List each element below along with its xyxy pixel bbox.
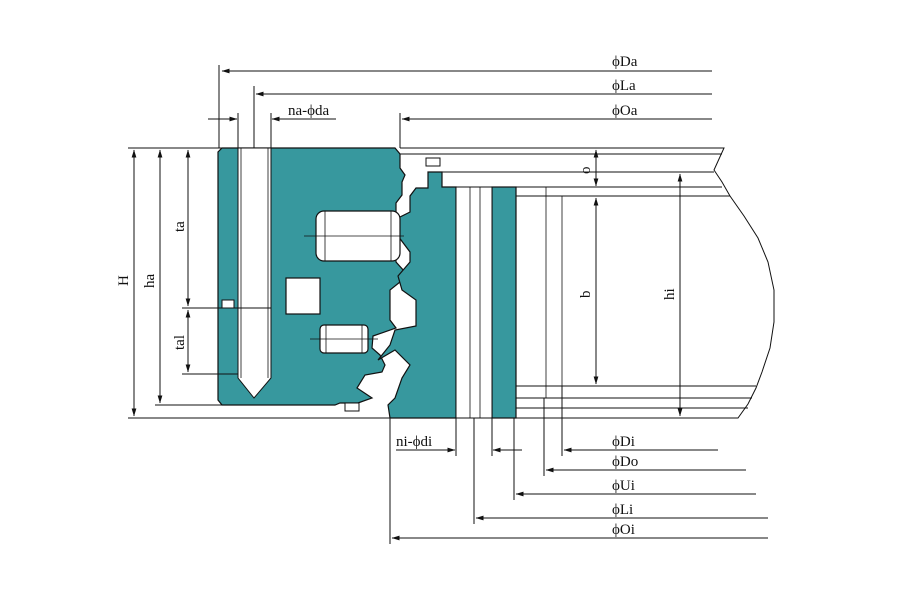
inner-bolt-hole xyxy=(455,186,493,419)
label-hi: hi xyxy=(662,288,678,300)
label-ta: ta xyxy=(172,221,188,232)
label-Oi: ϕOi xyxy=(612,522,635,538)
label-Oa: ϕOa xyxy=(612,103,638,119)
bottom-seal xyxy=(344,402,360,412)
label-na-da: na-ϕda xyxy=(288,103,330,119)
label-o: o xyxy=(578,167,594,175)
oil-hole xyxy=(221,299,235,309)
inner-ring-right xyxy=(491,186,517,419)
radial-roller xyxy=(285,277,321,315)
outer-bolt-thread xyxy=(237,307,272,399)
label-Do: ϕDo xyxy=(612,454,638,470)
label-b: b xyxy=(578,291,594,299)
label-ni-di: ni-ϕdi xyxy=(396,434,432,450)
label-ha: ha xyxy=(142,274,158,289)
label-Li: ϕLi xyxy=(612,502,633,518)
label-La: ϕLa xyxy=(612,78,636,94)
top-seal xyxy=(425,157,441,167)
label-Da: ϕDa xyxy=(612,54,638,70)
label-Ui: ϕUi xyxy=(612,478,635,494)
label-Di: ϕDi xyxy=(612,434,635,450)
label-tal: tal xyxy=(172,335,188,350)
outer-bolt-hole xyxy=(237,147,272,309)
label-H: H xyxy=(116,275,132,286)
